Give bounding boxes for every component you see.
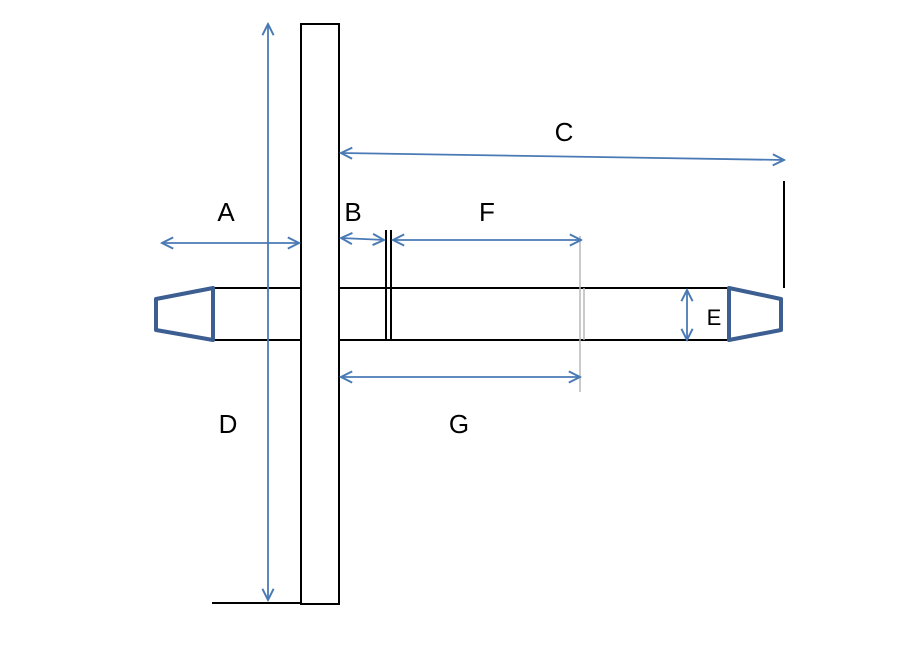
vertical-plate	[300, 23, 340, 605]
right-end-cap	[727, 286, 783, 342]
label-a: A	[217, 197, 235, 227]
label-e: E	[707, 305, 722, 330]
label-g: G	[449, 409, 469, 439]
label-f: F	[479, 197, 495, 227]
label-d: D	[219, 409, 238, 439]
dimension-c-arrow	[341, 153, 784, 160]
left-end-cap	[154, 286, 215, 342]
dimension-b-arrow	[341, 238, 384, 240]
label-c: C	[555, 117, 574, 147]
label-b: B	[344, 197, 361, 227]
